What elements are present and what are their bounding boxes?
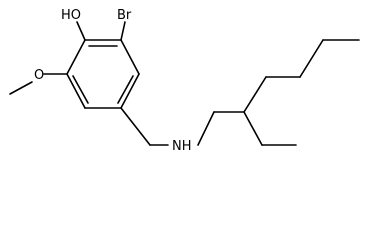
structure-canvas: HO Br O NH (9, 8, 360, 154)
ring-bond-5 (66, 73, 86, 109)
ring-double-bond-2 (117, 75, 134, 104)
ring-double-bond-3 (72, 75, 89, 104)
chain-bond-4 (299, 39, 324, 78)
ring-bond-2 (120, 39, 140, 75)
bromo-bond (120, 21, 126, 41)
amine-ch2-bond (197, 111, 215, 146)
amine-label: NH (172, 139, 192, 154)
ring-bond-6 (66, 39, 86, 75)
hydroxyl-label: HO (61, 8, 81, 23)
bromo-label: Br (117, 8, 132, 23)
ring-bond-3 (120, 73, 140, 109)
methoxy-methyl-bond (9, 81, 33, 95)
benzyl-bond-1 (120, 107, 151, 146)
molecule-structure: HO Br O NH (9, 8, 360, 154)
chain-bond-2 (243, 76, 267, 113)
methoxy-oxygen-label: O (34, 68, 44, 83)
hydroxyl-bond (76, 21, 86, 41)
ethyl-bond-1 (243, 111, 263, 146)
